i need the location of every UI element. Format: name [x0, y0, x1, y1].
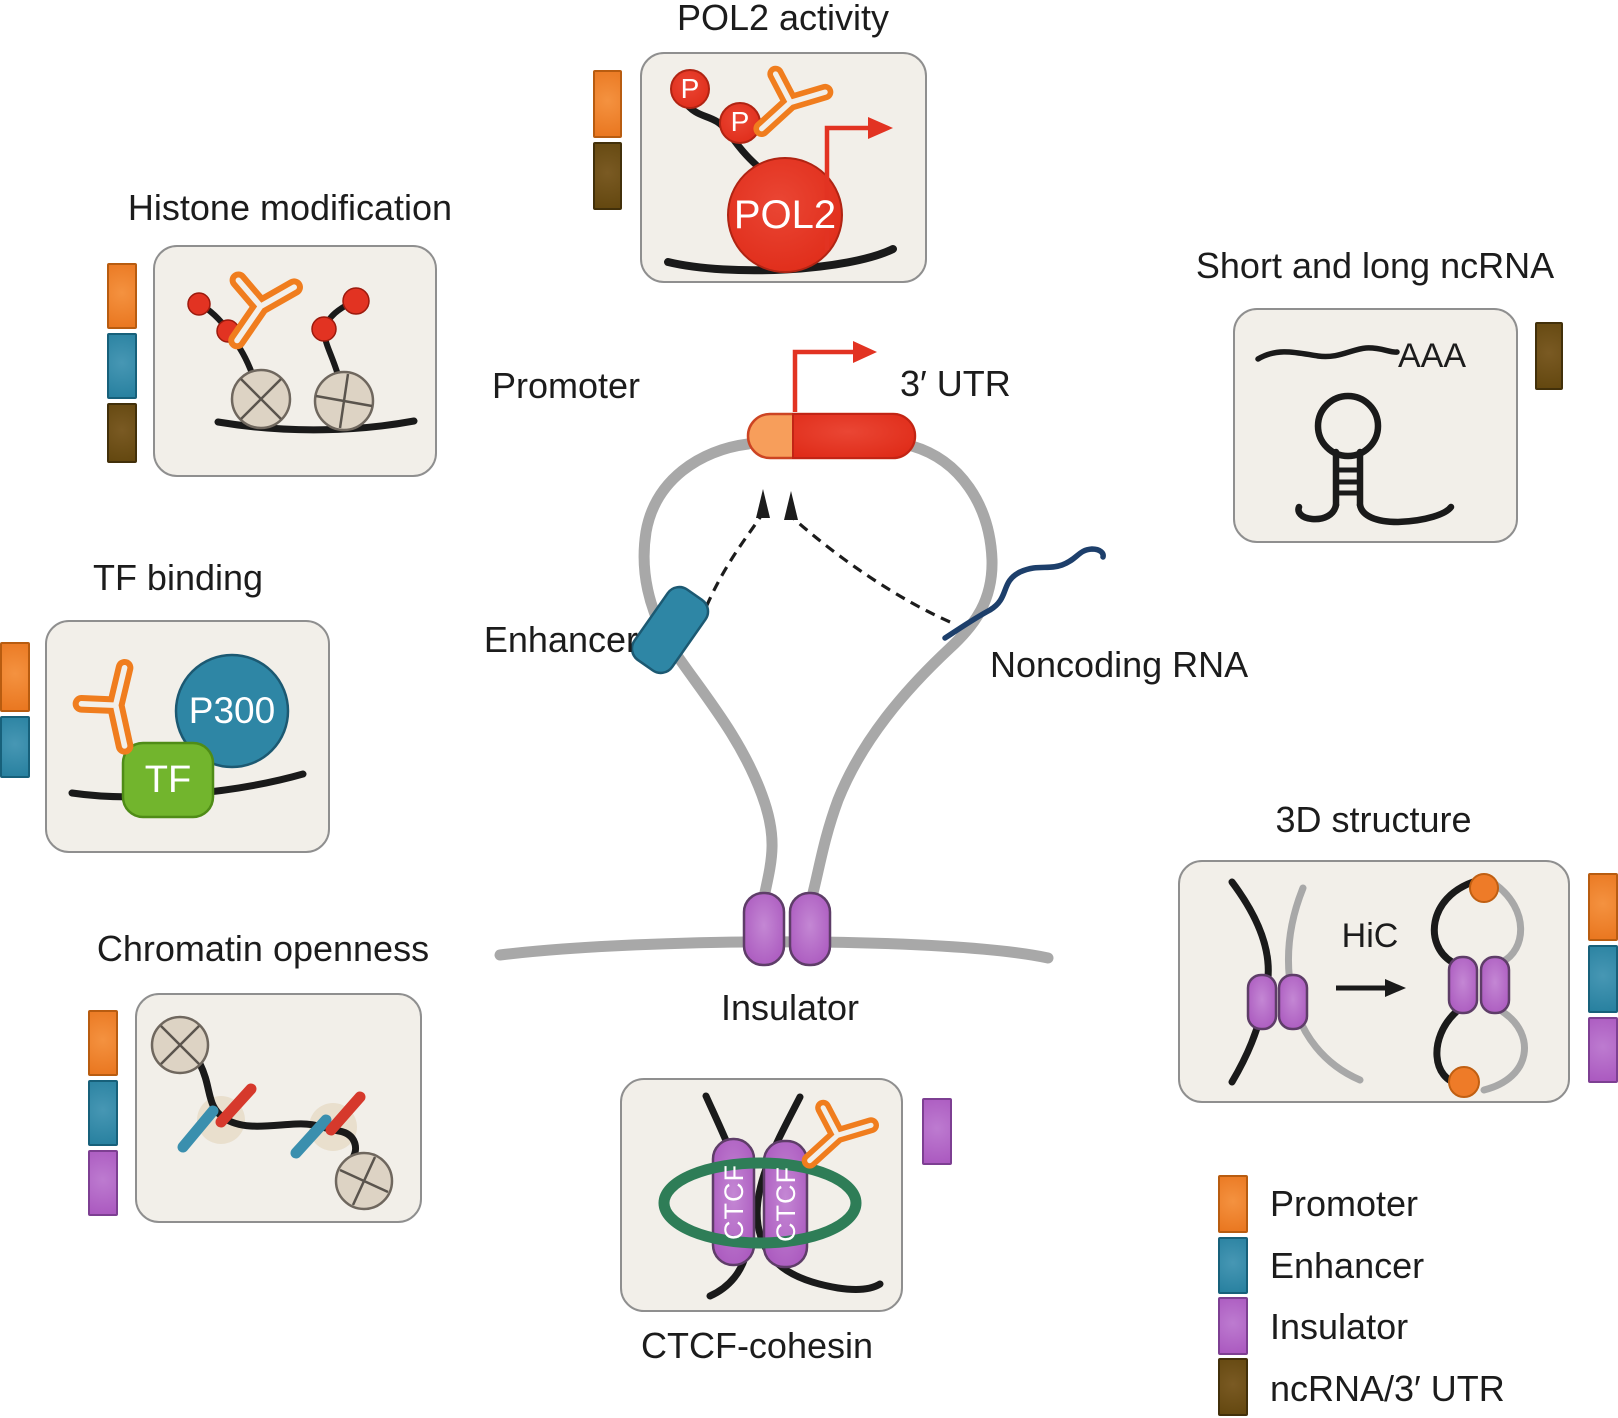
tab-chromatin-promoter [88, 1010, 118, 1076]
enhancer-element [630, 585, 710, 675]
phospho-label-1: P [680, 73, 700, 104]
utr-label: 3′ UTR [900, 363, 1011, 404]
p300-label: P300 [188, 690, 276, 731]
promoter-segment [746, 412, 917, 460]
insulator-protein-left [742, 891, 786, 967]
insulator-label: Insulator [720, 987, 860, 1028]
ncrna-panel-title: Short and long ncRNA [1195, 245, 1555, 286]
tab-histone-enhancer [107, 333, 137, 399]
legend-swatch-enhancer [1218, 1237, 1248, 1294]
phospho-label-2: P [730, 106, 750, 137]
promoter-label: Promoter [492, 365, 641, 406]
legend-label-enhancer: Enhancer [1270, 1245, 1425, 1286]
tab-histone-ncrna [107, 403, 137, 463]
loop-left-strand [638, 438, 778, 903]
panel-tf-binding [45, 620, 330, 853]
tab-ncrna-ncrna [1535, 322, 1563, 390]
loop-right-strand [806, 440, 998, 903]
enhancer-to-promoter-arrow [698, 515, 763, 623]
insulator-protein-right [788, 891, 832, 967]
histone-panel-title: Histone modification [127, 187, 453, 228]
legend-swatch-insulator [1218, 1297, 1248, 1355]
tab-chromatin-enhancer [88, 1080, 118, 1146]
tab-3d-enhancer [1588, 945, 1618, 1013]
panel-short-long-ncrna [1233, 308, 1518, 543]
tab-pol2-promoter [593, 70, 622, 138]
transcription-arrow [792, 341, 877, 412]
ctcf-panel-title: CTCF-cohesin [640, 1325, 874, 1366]
regulatory-dashed-arrows [698, 515, 951, 624]
hic-label: HiC [1341, 917, 1399, 955]
aaa-label: AAA [1398, 337, 1467, 375]
tab-tf-enhancer [0, 716, 30, 778]
pol2-panel-title: POL2 activity [676, 0, 890, 38]
enhancer-label: Enhancer [483, 619, 638, 660]
legend-label-ncrna: ncRNA/3′ UTR [1270, 1368, 1505, 1409]
tab-3d-promoter [1588, 873, 1618, 941]
pol2-label: POL2 [733, 193, 837, 237]
legend-swatch-promoter [1218, 1175, 1248, 1233]
tab-histone-promoter [107, 263, 137, 329]
chromatin-panel-title: Chromatin openness [96, 928, 430, 969]
tab-ctcf-insulator [922, 1098, 952, 1165]
noncoding-rna-strand [942, 546, 1106, 641]
tf-label: TF [144, 759, 192, 801]
ctcf-label-right: CTCF [771, 1166, 801, 1242]
tf-panel-title: TF binding [92, 557, 264, 598]
legend-swatch-ncrna [1218, 1358, 1248, 1416]
structure3d-panel-title: 3D structure [1275, 799, 1472, 840]
dashed-arrowhead-left [756, 489, 770, 518]
panel-chromatin-openness [135, 993, 422, 1223]
dna-baseline [494, 936, 1054, 964]
tab-chromatin-insulator [88, 1150, 118, 1216]
tab-3d-insulator [1588, 1017, 1618, 1083]
ctcf-label-left: CTCF [719, 1164, 749, 1240]
tab-pol2-ncrna [593, 142, 622, 210]
dashed-arrowhead-right [784, 491, 798, 520]
gene-capsule [746, 412, 917, 460]
panel-ctcf-cohesin [620, 1078, 903, 1312]
tab-tf-promoter [0, 642, 30, 712]
noncoding-rna-label: Noncoding RNA [990, 644, 1249, 685]
legend-label-insulator: Insulator [1270, 1306, 1409, 1347]
ncrna-to-promoter-arrow [791, 516, 951, 624]
panel-3d-structure [1178, 860, 1570, 1103]
utr-segment [792, 413, 916, 459]
panel-histone-modification [153, 245, 437, 477]
legend-label-promoter: Promoter [1270, 1183, 1419, 1224]
